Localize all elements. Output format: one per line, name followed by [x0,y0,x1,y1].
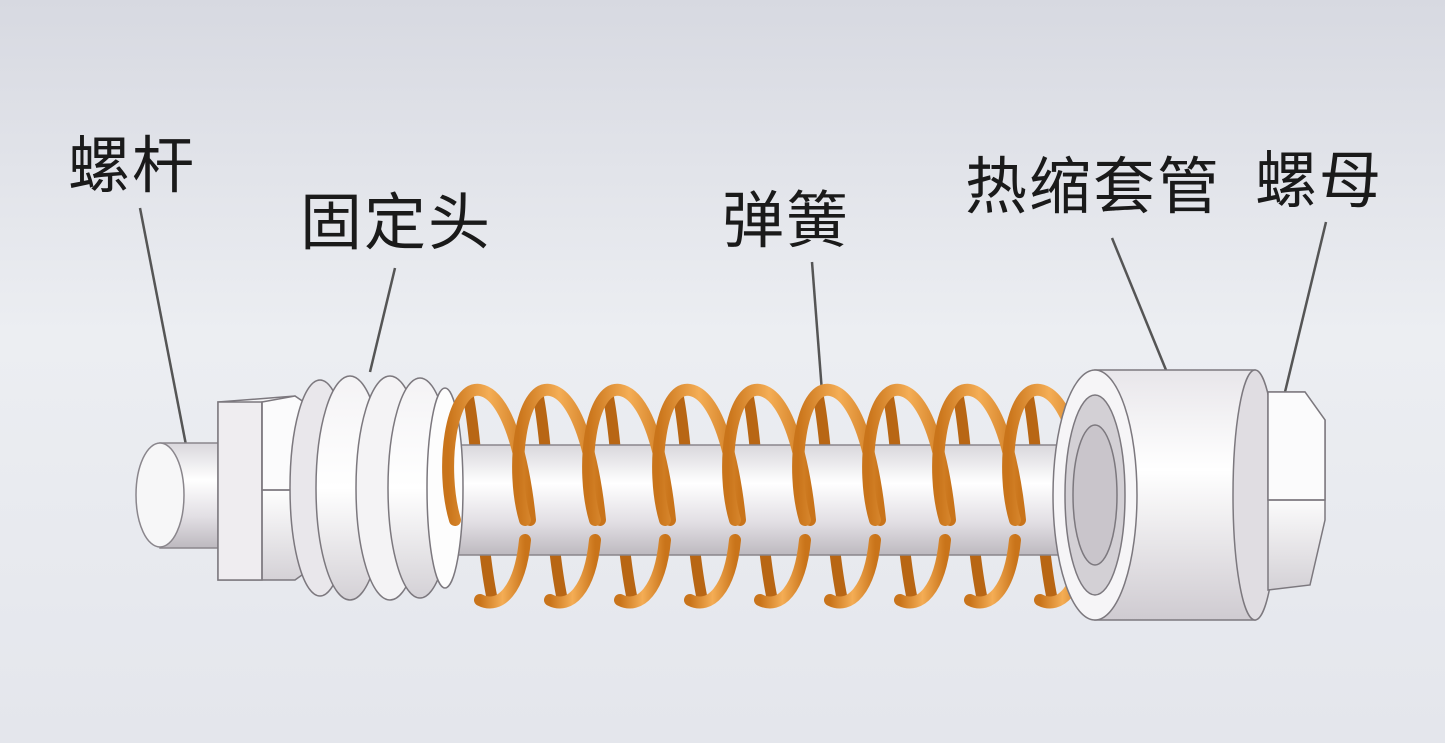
label-spring: 弹簧 [722,184,851,257]
heat-shrink-sleeve [1052,369,1278,621]
leader-spring [810,261,824,393]
leader-nut [1283,221,1328,393]
label-nut: 螺母 [1255,144,1384,217]
leader-screw-rod [138,207,188,446]
label-heat-shrink-sleeve: 热缩套管 [965,150,1222,223]
fixed-head [289,375,464,601]
leader-lines [138,207,1328,446]
label-screw-rod: 螺杆 [68,129,197,202]
leader-fixed-head [368,267,397,373]
leader-sleeve [1110,237,1168,371]
nut-hex [1267,391,1326,591]
label-fixed-head: 固定头 [300,186,493,259]
